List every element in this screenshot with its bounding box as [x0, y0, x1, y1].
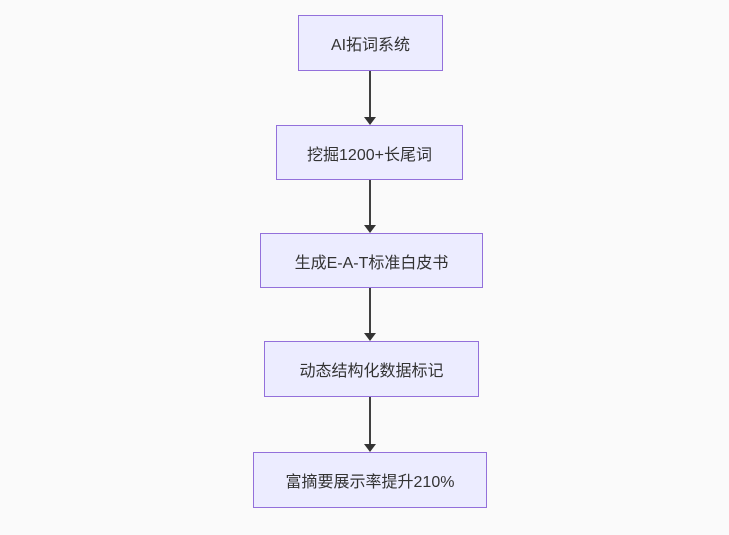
node-label: 富摘要展示率提升210%: [285, 474, 455, 491]
node-label: AI拓词系统: [330, 37, 411, 54]
arrowhead-down-icon: [364, 333, 376, 341]
edge-line: [369, 71, 371, 117]
edge-line: [369, 180, 371, 225]
node-label: 动态结构化数据标记: [299, 363, 444, 380]
flowchart-node-eat-whitepaper: 生成E-A-T标准白皮书: [260, 233, 483, 288]
arrow-connector: [364, 180, 376, 233]
arrow-connector: [364, 288, 376, 341]
arrowhead-down-icon: [364, 444, 376, 452]
flowchart-node-rich-snippet-result: 富摘要展示率提升210%: [253, 452, 487, 508]
flowchart-node-ai-system: AI拓词系统: [298, 15, 443, 71]
edge-line: [369, 397, 371, 444]
arrowhead-down-icon: [364, 225, 376, 233]
edge-line: [369, 288, 371, 333]
node-label: 生成E-A-T标准白皮书: [294, 254, 449, 272]
node-label: 挖掘1200+长尾词: [307, 146, 432, 164]
flowchart-node-structured-data: 动态结构化数据标记: [264, 341, 479, 397]
arrow-connector: [364, 71, 376, 125]
arrowhead-down-icon: [364, 117, 376, 125]
flowchart-node-longtail-mining: 挖掘1200+长尾词: [276, 125, 463, 180]
arrow-connector: [364, 397, 376, 452]
